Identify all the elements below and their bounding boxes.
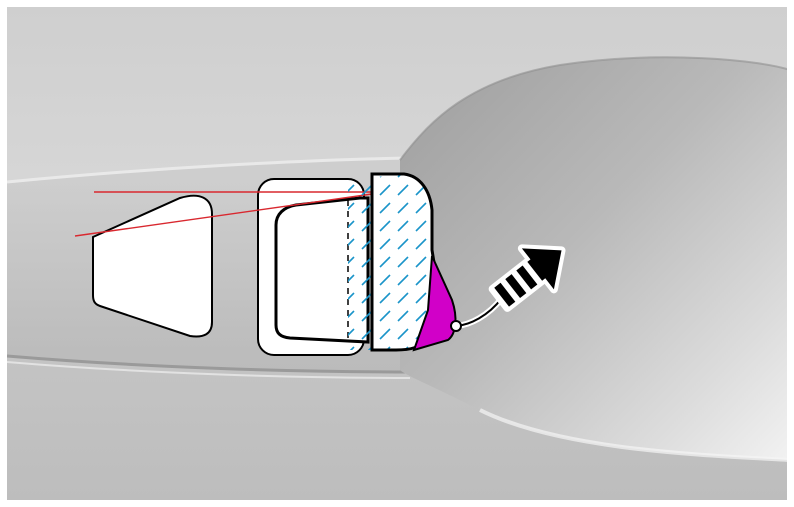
door-handle-illustration	[0, 0, 794, 507]
illustration-canvas	[0, 0, 794, 507]
